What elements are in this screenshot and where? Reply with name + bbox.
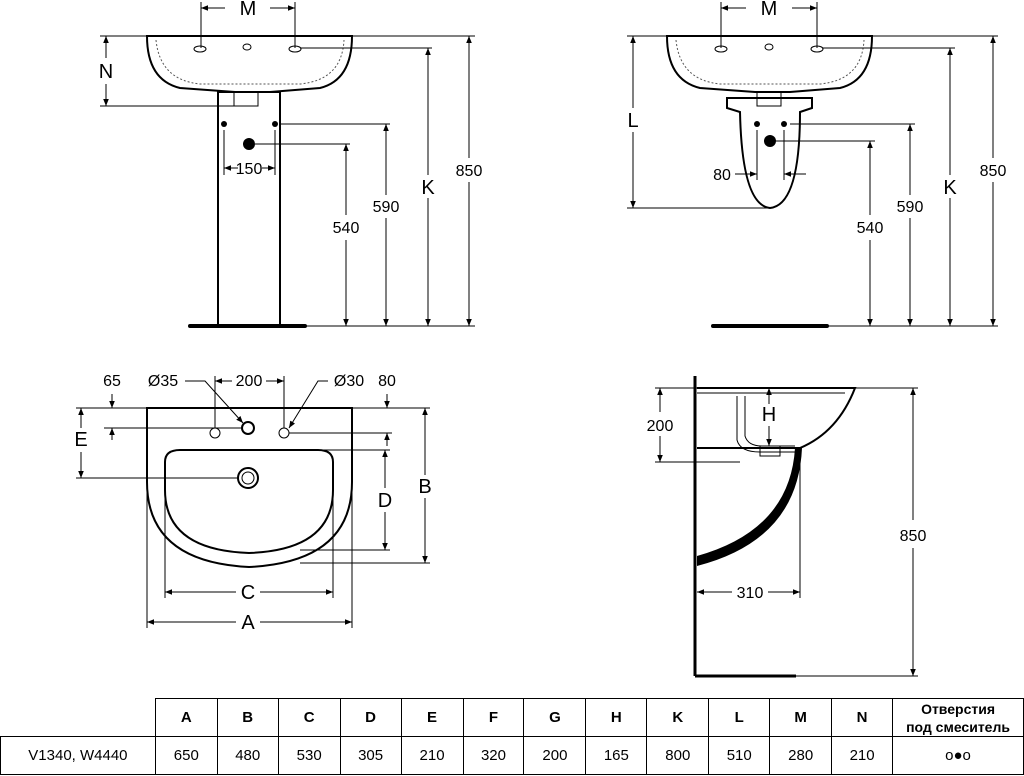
bowl-outline [164, 449, 334, 555]
table-header-cell: A [154, 698, 218, 737]
semi-pedestal [726, 97, 813, 210]
dim-200-label: 200 [647, 418, 674, 435]
holes-header-line2: под смеситель [906, 718, 1010, 735]
table-header-cell: N [831, 698, 894, 737]
table-header-cell: F [462, 698, 525, 737]
table-value-cell: 480 [216, 736, 279, 775]
table-value-cell: 510 [708, 736, 771, 775]
table-header-cell: L [708, 698, 771, 737]
dim-m-label: M [240, 0, 257, 20]
table-value-cell: 320 [462, 736, 525, 775]
dim-h-label: H [762, 404, 776, 426]
pedestal-section [697, 448, 802, 566]
dim-k-label: K [943, 177, 957, 199]
dim-m-label: M [761, 0, 778, 20]
dim-310-label: 310 [737, 585, 764, 602]
table-value-cell: 280 [769, 736, 833, 775]
dim-540-label: 540 [857, 220, 884, 237]
holes-header-cell: Отверстия под смеситель [892, 698, 1024, 737]
table-header-cell: K [646, 698, 710, 737]
table-value-cell: 530 [277, 736, 341, 775]
pedestal-front-view: M N 150 540 590 K 850 [99, 0, 483, 328]
dim-b-label: B [418, 476, 431, 498]
dim-150-label: 150 [236, 161, 263, 178]
table-value-cell: 210 [400, 736, 464, 775]
dim-850-label: 850 [900, 528, 927, 545]
table-header-cell: G [523, 698, 587, 737]
table-header-cell: M [769, 698, 833, 737]
hole-30-label: Ø30 [334, 373, 364, 390]
table-value-cell: 210 [831, 736, 894, 775]
dim-590-label: 590 [897, 199, 924, 216]
dim-80-label: 80 [378, 373, 396, 390]
table-header-cell: B [216, 698, 279, 737]
table-value-cell: 200 [523, 736, 587, 775]
model-label-cell: V1340, W4440 [0, 736, 156, 775]
dim-850-label: 850 [456, 163, 483, 180]
table-header-cell: D [339, 698, 402, 737]
dim-80-label: 80 [713, 167, 731, 184]
table-value-cell: 305 [339, 736, 402, 775]
top-view: 200 Ø35 Ø30 65 80 E D B [74, 373, 431, 634]
basin-plan-outline [146, 407, 353, 569]
dim-540-label: 540 [333, 220, 360, 237]
table-value-cell: 165 [585, 736, 648, 775]
dim-e-label: E [74, 429, 87, 451]
hole-35-label: Ø35 [148, 373, 178, 390]
wall-hung-front-view: M L 80 540 590 K 850 [627, 0, 1007, 328]
basin-outline [665, 35, 874, 93]
dim-590-label: 590 [373, 199, 400, 216]
table-value-cell: 800 [646, 736, 710, 775]
table-header-cell: E [400, 698, 464, 737]
table-header-cell: H [585, 698, 648, 737]
dim-d-label: D [378, 490, 392, 512]
pedestal-column [217, 91, 281, 326]
dim-65-label: 65 [103, 373, 121, 390]
table-row: V1340, W4440 650 480 530 305 210 320 200… [0, 736, 1024, 775]
side-view: 200 H 850 310 [647, 376, 927, 678]
table-corner-cell [0, 698, 156, 737]
dim-a-label: A [241, 612, 255, 634]
holes-symbol-cell: o●o [892, 736, 1024, 775]
dim-c-label: C [241, 582, 255, 604]
dim-k-label: K [421, 177, 435, 199]
basin-section [697, 387, 857, 449]
dim-850-label: 850 [980, 163, 1007, 180]
dimensions-table: A B C D E F G H K L M N Отверстия под см… [0, 698, 1024, 775]
table-value-cell: 650 [154, 736, 218, 775]
dim-l-label: L [627, 110, 638, 132]
holes-header-line1: Отверстия [921, 700, 995, 717]
dim-200-label: 200 [236, 373, 263, 390]
table-header-row: A B C D E F G H K L M N Отверстия под см… [0, 698, 1024, 737]
table-header-cell: C [277, 698, 341, 737]
dim-n-label: N [99, 61, 113, 83]
